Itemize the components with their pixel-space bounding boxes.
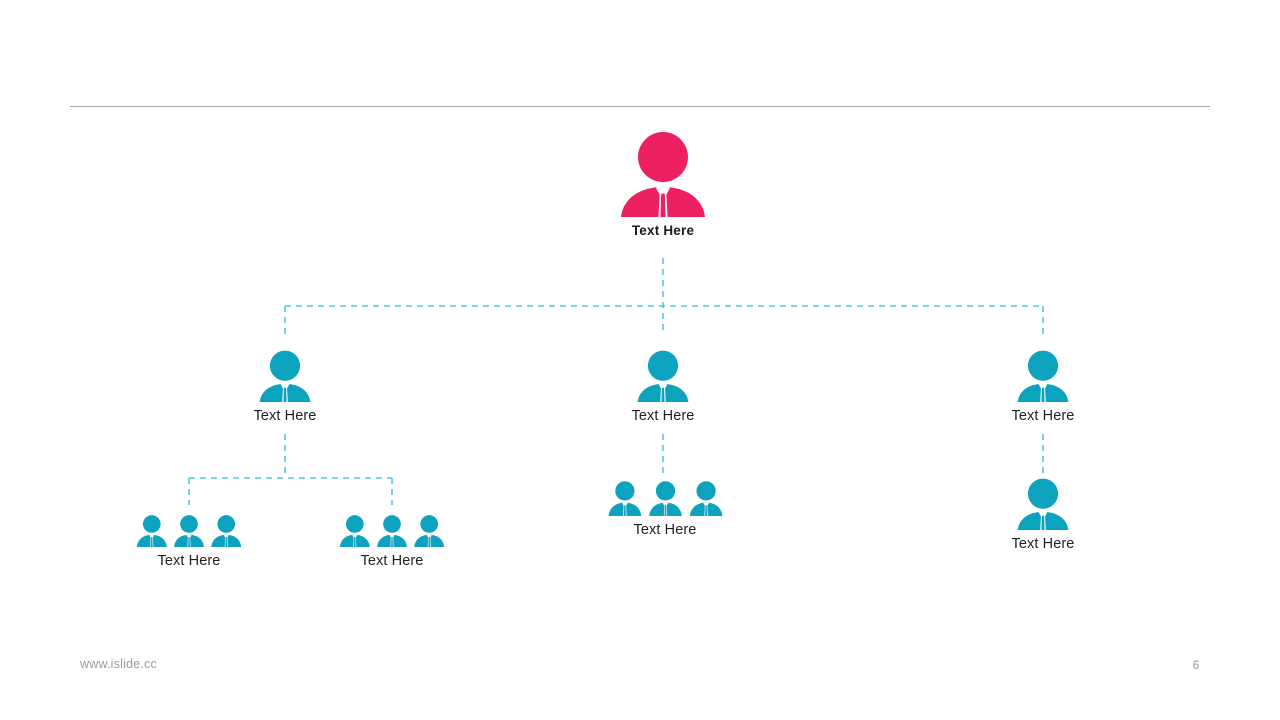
people-group-icon [339,515,445,547]
team-right-icon-row [993,478,1093,530]
people-group-icon [608,481,722,516]
person-icon [621,132,705,217]
org-node-branch-right[interactable]: Text Here [993,350,1093,425]
branch-right-icon-row [993,350,1093,402]
org-node-team-left-a[interactable]: Text Here [109,514,269,570]
org-node-root[interactable]: Text Here [563,131,763,240]
root-icon-row [563,131,763,217]
footer-website-url[interactable]: www.islide.cc [80,657,157,671]
person-icon [1017,350,1069,402]
branch-middle-icon-row [613,350,713,402]
team-left-b-icon-row [312,514,472,547]
team-middle-icon-row [585,480,745,516]
org-node-team-middle[interactable]: Text Here [585,480,745,539]
org-node-branch-left[interactable]: Text Here [235,350,335,425]
org-node-label: Text Here [1011,408,1075,424]
person-icon [259,350,311,402]
people-group-icon [136,515,242,547]
org-node-label: Text Here [157,553,221,569]
org-node-label: Text Here [631,223,695,238]
org-node-label: Text Here [633,522,697,538]
org-node-label: Text Here [360,553,424,569]
header-divider [70,106,1210,107]
footer-page-number: 6 [1192,658,1200,672]
team-left-a-icon-row [109,514,269,547]
org-node-label: Text Here [253,408,317,424]
branch-left-icon-row [235,350,335,402]
org-node-team-left-b[interactable]: Text Here [312,514,472,570]
person-icon [1017,478,1069,530]
person-icon [637,350,689,402]
org-node-label: Text Here [1011,536,1075,552]
org-node-label: Text Here [631,408,695,424]
org-node-branch-middle[interactable]: Text Here [613,350,713,425]
org-node-team-right[interactable]: Text Here [993,478,1093,553]
